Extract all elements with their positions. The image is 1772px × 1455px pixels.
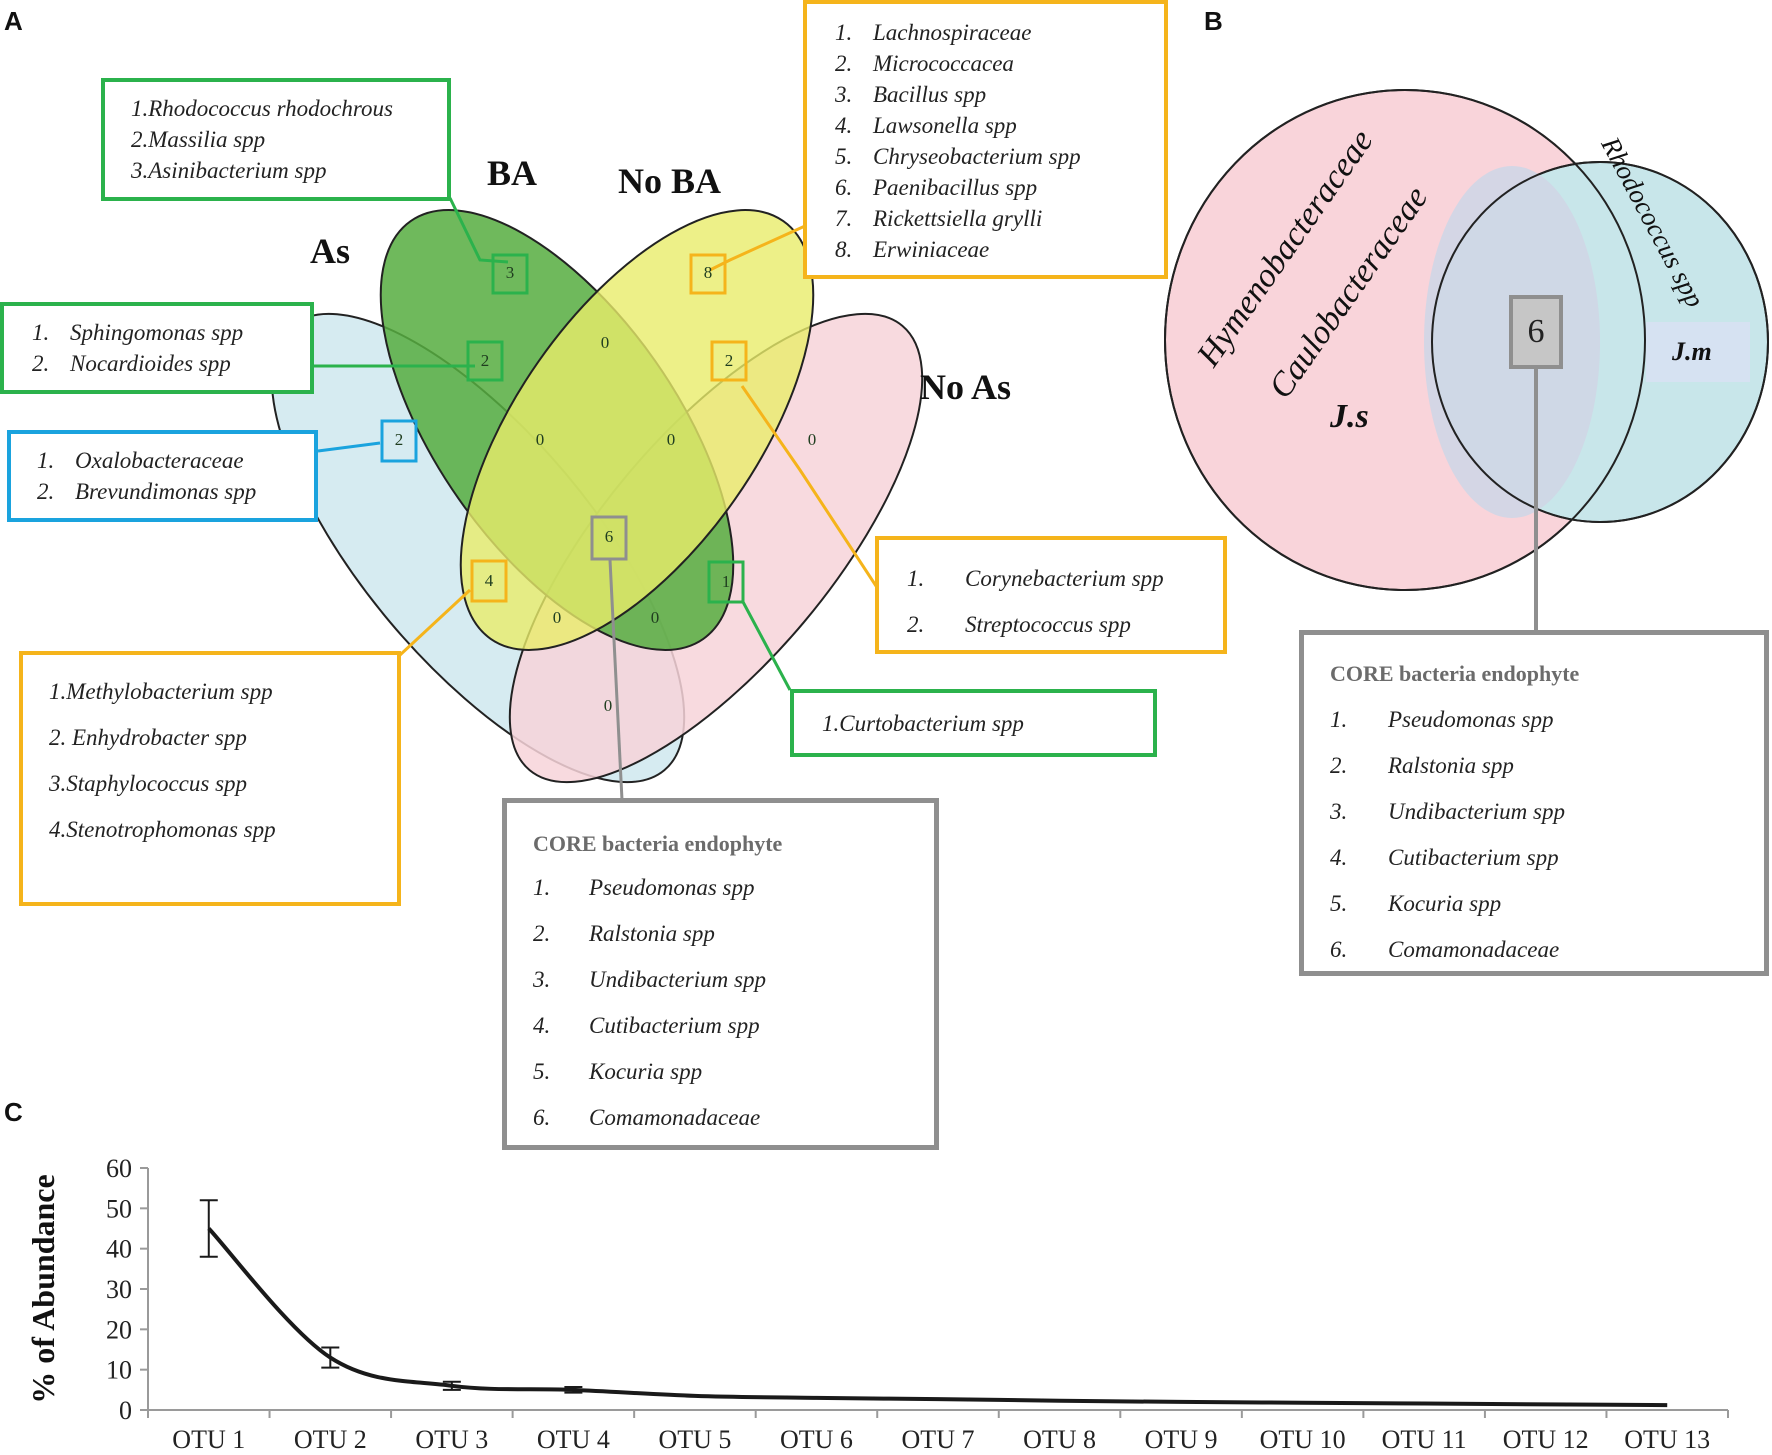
y-tick-label: 20 <box>106 1315 132 1344</box>
tag-as-noba <box>470 559 508 603</box>
core-a-header: CORE bacteria endophyte <box>533 831 783 856</box>
x-tick-label: OTU 2 <box>294 1425 367 1454</box>
y-tick-label: 50 <box>106 1194 132 1223</box>
count-ba-noba: 0 <box>600 333 610 352</box>
y-tick-label: 30 <box>106 1275 132 1304</box>
x-tick-label: OTU 1 <box>172 1425 245 1454</box>
count-as-noba-noas: 0 <box>552 608 562 627</box>
tag-core <box>590 515 628 561</box>
set-label-as: As <box>310 231 351 271</box>
y-axis-label: % of Abundance <box>25 1174 61 1403</box>
tag-as-ba <box>466 340 504 382</box>
count-ba-noba-noas: 0 <box>666 430 676 449</box>
tag-as-only <box>380 419 418 463</box>
count-as-ba: 2 <box>480 351 490 370</box>
x-tick-label: OTU 7 <box>902 1425 975 1454</box>
count-core: 6 <box>604 527 614 546</box>
tag-noba-only <box>689 253 727 295</box>
callout-core-b: CORE bacteria endophyte 1. Pseudomonas s… <box>1299 630 1769 976</box>
venn2-jm-label-bg <box>1646 322 1750 382</box>
count-as-only: 2 <box>394 430 404 449</box>
x-tick-label: OTU 12 <box>1503 1425 1589 1454</box>
connector-rhodo <box>448 197 509 264</box>
panel-label-a: A <box>4 6 23 36</box>
count-ba-only: 3 <box>505 263 515 282</box>
set-label-ba: BA <box>487 153 538 193</box>
callout-oxalobacteraceae: 1. Oxalobacteraceae 2. Brevundimonas spp <box>7 430 318 522</box>
core-b-header: CORE bacteria endophyte <box>1330 661 1580 686</box>
callout-rhodococcus: 1.Rhodococcus rhodochrous 2.Massilia spp… <box>101 78 451 201</box>
set-label-no-as: No As <box>920 367 1012 407</box>
count-ba-noas: 1 <box>721 572 731 591</box>
count-as-noas: 0 <box>603 696 613 715</box>
count-as-noba: 4 <box>484 571 494 590</box>
x-tick-label: OTU 10 <box>1260 1425 1346 1454</box>
venn2-shared-tag <box>1509 295 1563 369</box>
count-noas-only: 0 <box>807 430 817 449</box>
x-tick-label: OTU 3 <box>415 1425 488 1454</box>
venn2-jm-label: J.m <box>1672 337 1712 366</box>
panel-label-b: B <box>1204 6 1223 36</box>
series-line <box>207 1227 1668 1408</box>
x-tick-label: OTU 11 <box>1382 1425 1467 1454</box>
connector-lachno <box>709 224 806 272</box>
callout-core-a: CORE bacteria endophyte 1. Pseudomonas s… <box>502 798 939 1150</box>
set-label-no-ba: No BA <box>618 161 722 201</box>
callout-lachnospiraceae: 1. Lachnospiraceae 2. Micrococcacea 3. B… <box>803 0 1168 279</box>
y-tick-label: 10 <box>106 1356 132 1385</box>
callout-corynebacterium: 1. Corynebacterium spp 2. Streptococcus … <box>875 536 1227 654</box>
venn-set-no-ba <box>459 209 815 651</box>
count-noba-noas: 2 <box>724 351 734 370</box>
tag-ba-noas <box>707 560 745 604</box>
y-tick-label: 0 <box>119 1396 132 1425</box>
y-tick-label: 60 <box>106 1154 132 1183</box>
tag-ba-only <box>491 253 529 295</box>
count-as-ba-noas: 0 <box>650 608 660 627</box>
tag-noba-noas <box>710 340 748 382</box>
connector-methylo <box>398 588 472 657</box>
x-tick-label: OTU 4 <box>537 1425 610 1454</box>
x-tick-label: OTU 13 <box>1624 1425 1710 1454</box>
callout-methylobacterium: 1.Methylobacterium spp 2. Enhydrobacter … <box>19 651 401 906</box>
callout-sphingomonas: 1. Sphingomonas spp 2. Nocardioides spp <box>0 302 314 394</box>
x-tick-label: OTU 6 <box>780 1425 853 1454</box>
x-tick-label: OTU 8 <box>1023 1425 1096 1454</box>
connector-core-a <box>608 559 624 801</box>
panel-label-c: C <box>4 1097 23 1127</box>
connector-coryne <box>740 385 882 593</box>
venn2-shared-count: 6 <box>1527 313 1545 350</box>
count-noba-only: 8 <box>703 263 713 282</box>
connector-curto <box>740 599 792 691</box>
callout-curtobacterium: 1.Curtobacterium spp <box>790 689 1157 757</box>
x-tick-label: OTU 5 <box>658 1425 731 1454</box>
venn2-js-label: J.s <box>1330 398 1369 435</box>
y-tick-label: 40 <box>106 1235 132 1264</box>
x-tick-label: OTU 9 <box>1145 1425 1218 1454</box>
connector-oxalo <box>317 441 381 453</box>
count-as-ba-noba: 0 <box>535 430 545 449</box>
